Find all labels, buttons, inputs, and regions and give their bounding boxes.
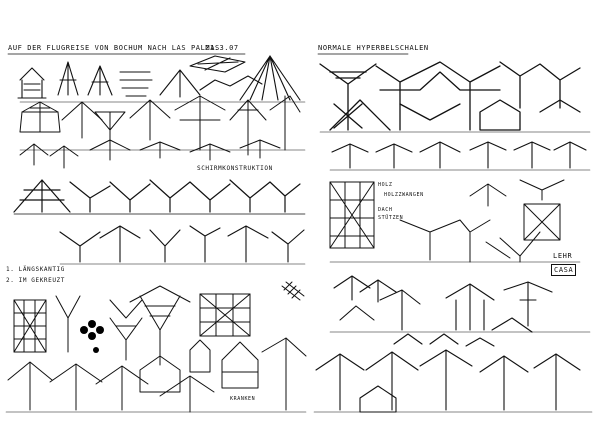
label-holzzwangen: HOLZZWANGEN <box>384 192 424 198</box>
sketch-right-top <box>319 61 591 133</box>
signature: LEHR <box>553 252 573 260</box>
casa-box: CASA <box>551 264 577 276</box>
section-label-schirm: SCHIRMKONSTRUKTION <box>197 165 273 172</box>
sketch-right-row-2 <box>329 141 591 171</box>
sketch-bottom-left <box>5 281 307 413</box>
section-label-normal: NORMALE HYPERBELSCHALEN <box>318 44 429 52</box>
label-kombiniert: 1. LÄNGSKANTIG <box>6 266 65 273</box>
sketch-right-middle <box>329 179 581 263</box>
label-gekreuzt: 2. IM GEKREUZT <box>6 277 65 284</box>
sketch-umbrella-row-3 <box>13 179 306 215</box>
sketch-umbrella-row-2 <box>19 95 306 169</box>
sketch-umbrella-row-4 <box>59 225 306 265</box>
label-dach: DACH <box>378 207 393 213</box>
date-note: 21.3.07 <box>205 44 239 52</box>
label-holz: HOLZ <box>378 182 393 188</box>
label-kran: KRANKEN <box>230 396 256 402</box>
label-stuetzen: STÜTZEN <box>378 215 404 221</box>
header-note: AUF DER FLUGREISE VON BOCHUM NACH LAS PA… <box>8 44 220 52</box>
sketch-right-lower <box>313 275 593 413</box>
sketch-top-row-left <box>17 55 306 103</box>
